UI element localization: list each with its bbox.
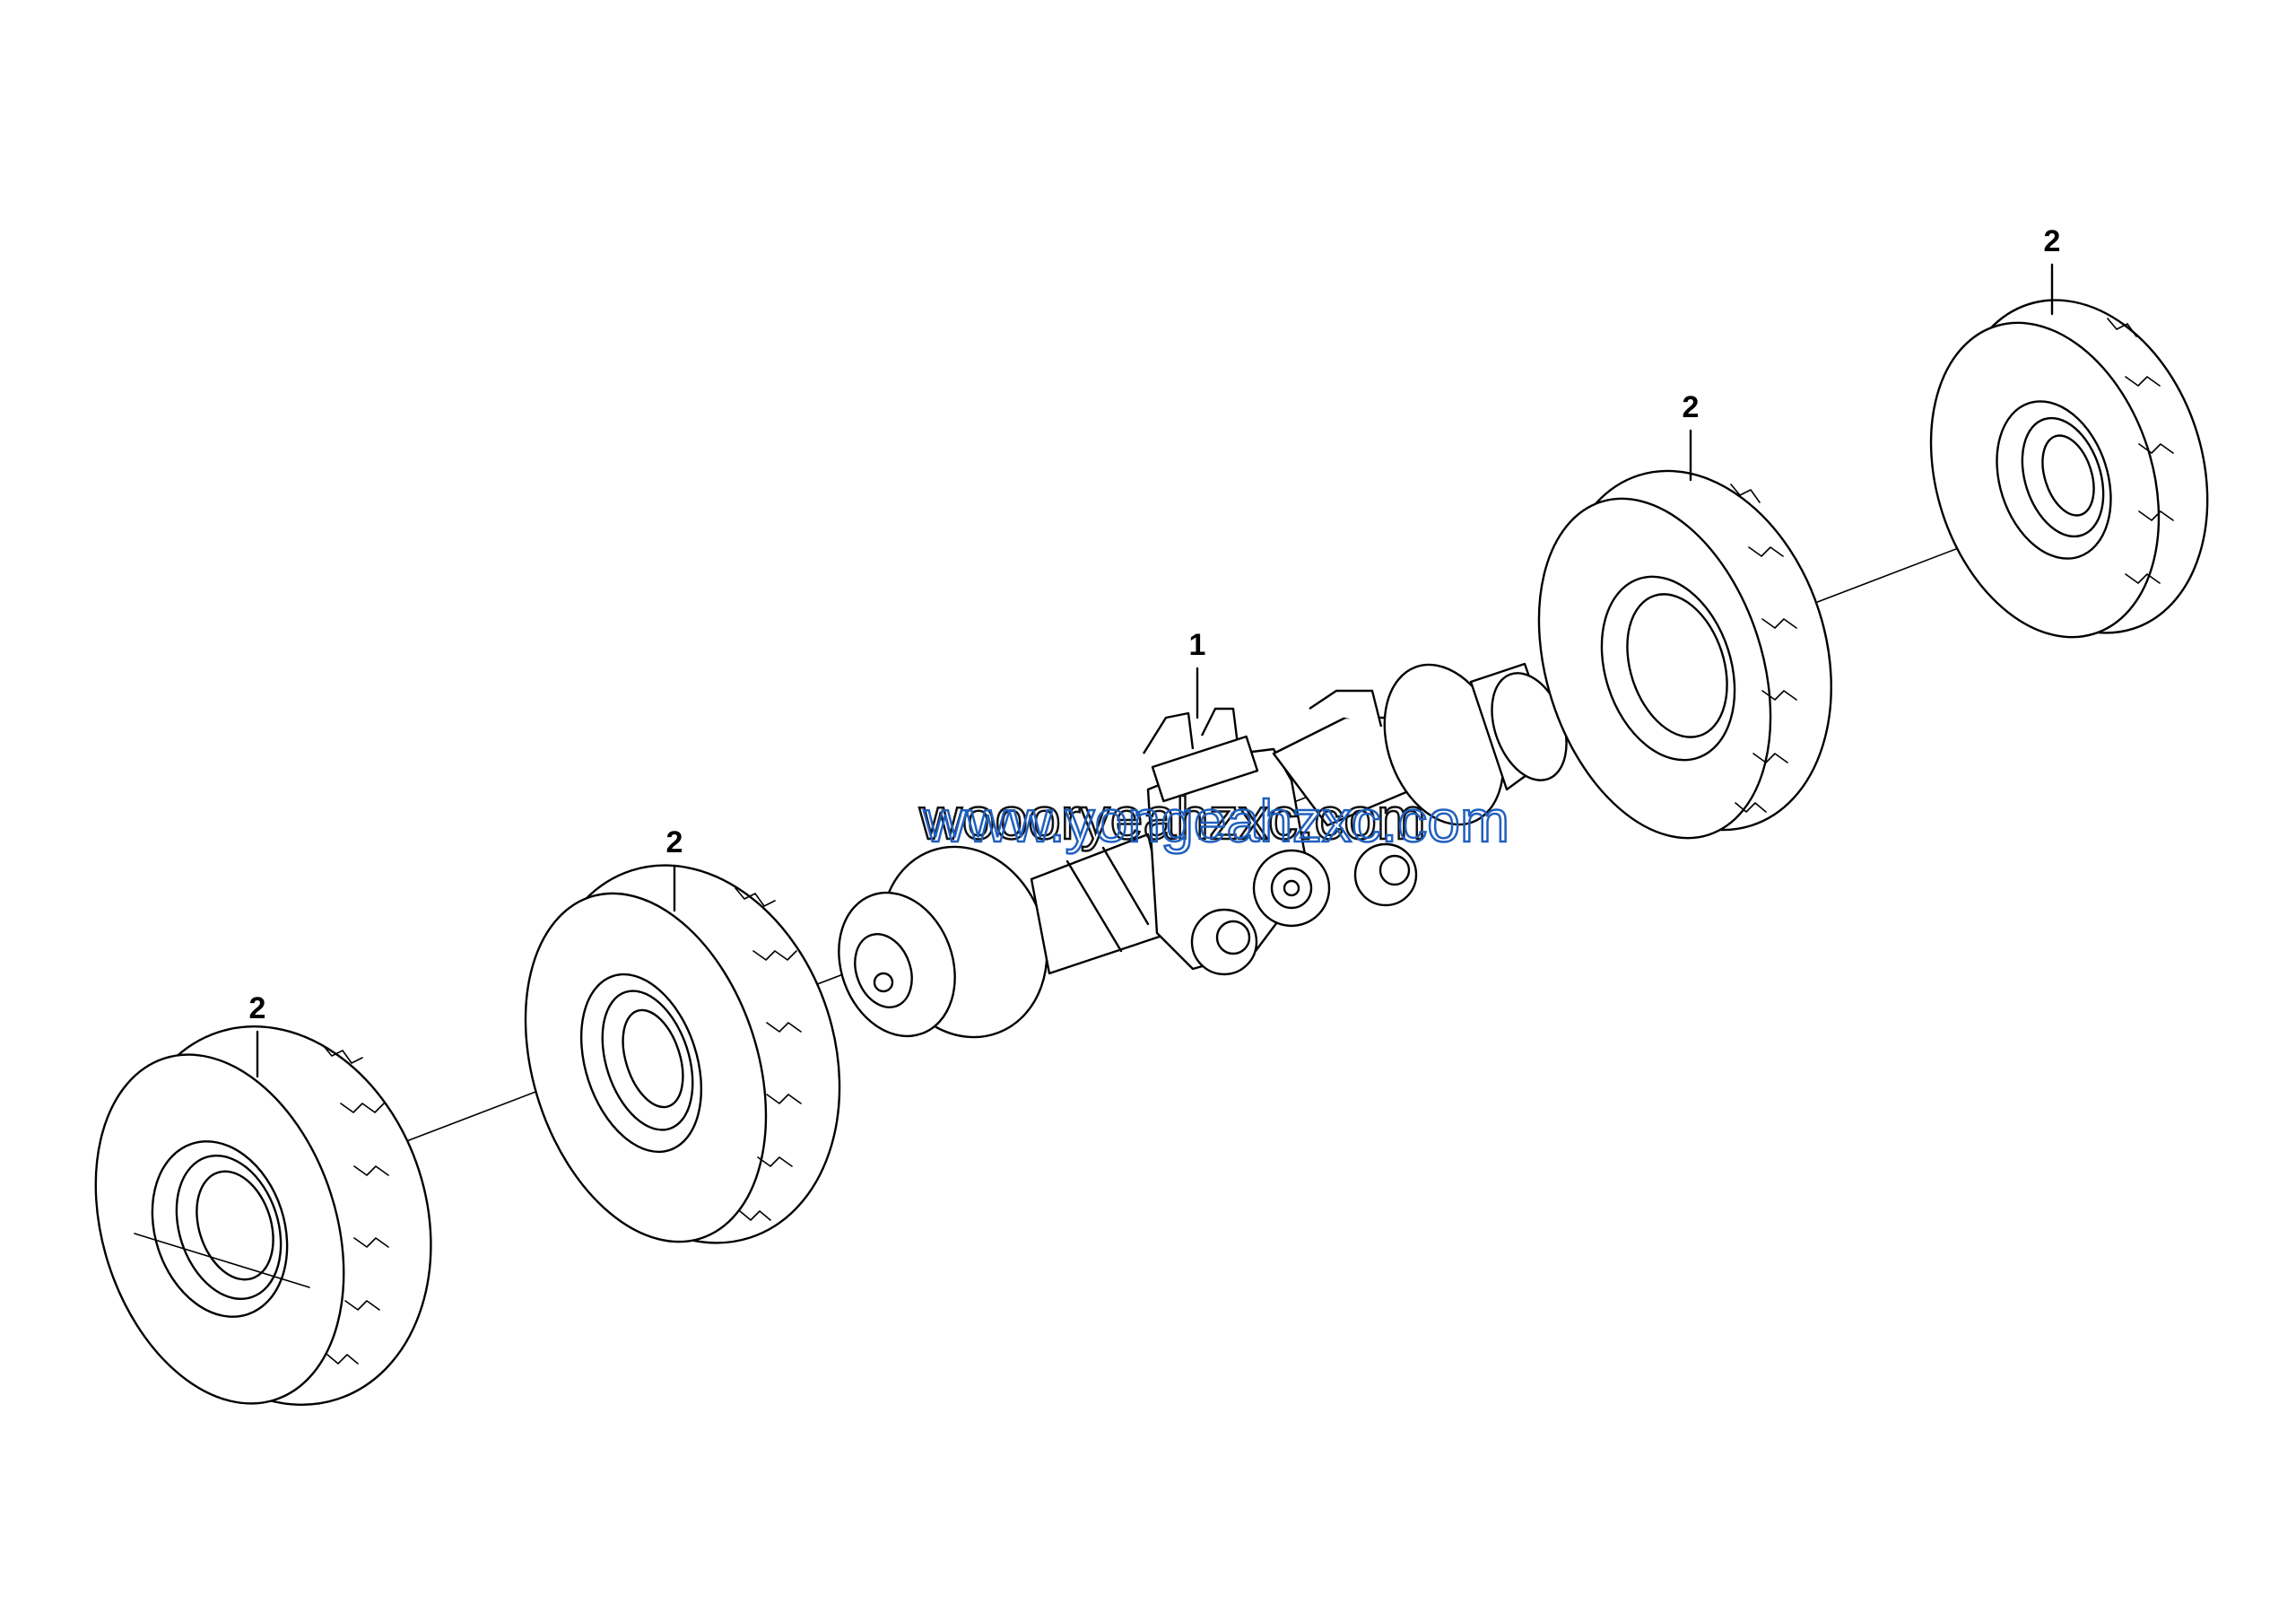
tire-right-outer	[1929, 299, 2209, 639]
tire-front-left-outer	[94, 1025, 432, 1406]
callout-tire-front-left-inner: 2	[666, 825, 683, 859]
callout-axle: 1	[1189, 628, 1206, 662]
watermark-back: woooryeahzxc.com	[918, 785, 1426, 851]
tire-front-left-inner	[524, 864, 841, 1244]
tire-right-inner	[1537, 469, 1832, 840]
watermark-front: www.yongeahzxc.com	[923, 788, 1509, 854]
callout-tire-front-left-outer: 2	[249, 991, 266, 1025]
axle-assembly	[838, 662, 1568, 1039]
callout-tire-right-inner: 2	[1683, 390, 1700, 424]
callout-tire-right-outer: 2	[2044, 224, 2061, 258]
